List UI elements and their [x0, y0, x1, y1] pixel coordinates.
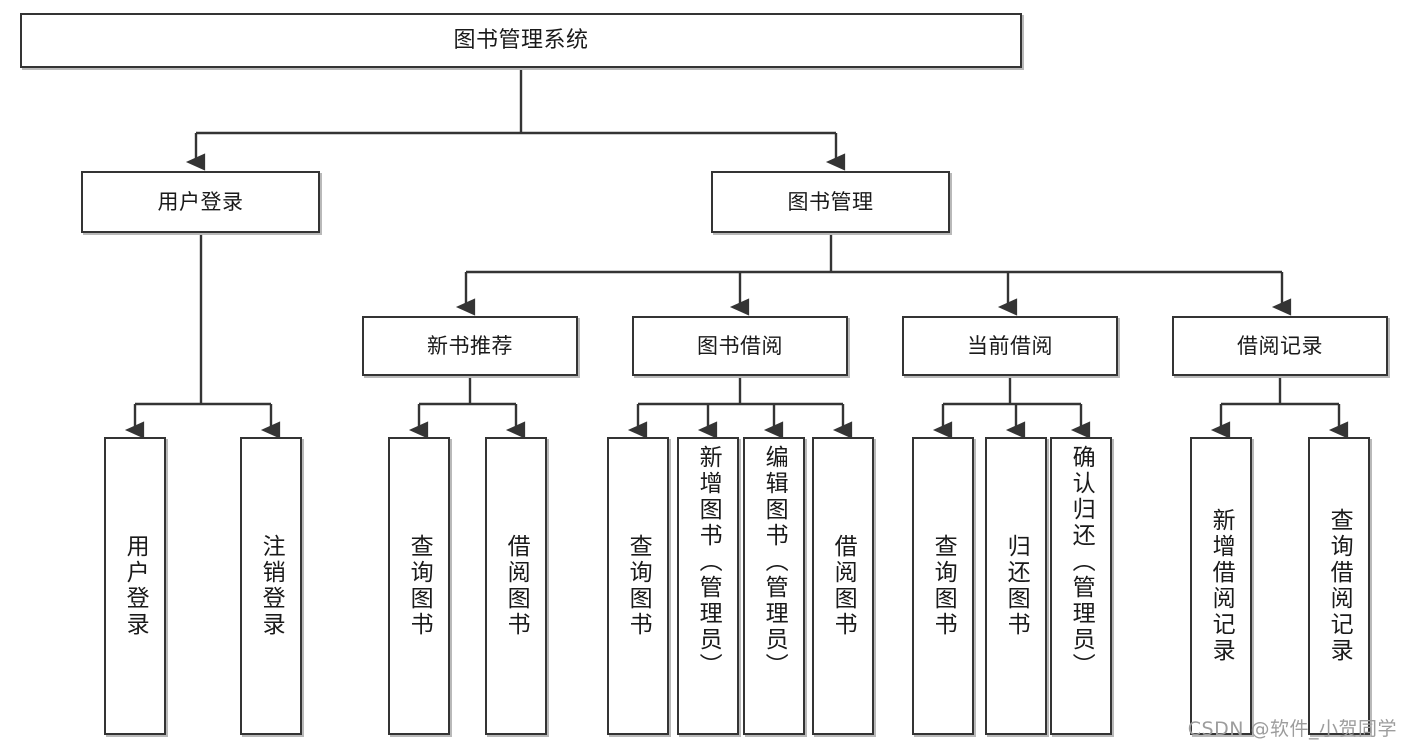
node-book-borrow-label: 图书借阅	[697, 333, 783, 358]
node-current-borrow-label: 当前借阅	[967, 333, 1053, 358]
node-leaf-query-book-1-label: 查询图书	[406, 534, 433, 638]
node-book-manage[interactable]: 图书管理	[711, 171, 950, 233]
node-leaf-borrow-book-2[interactable]: 借阅图书	[812, 437, 874, 735]
node-book-borrow[interactable]: 图书借阅	[632, 316, 848, 376]
node-leaf-borrow-book-1-label: 借阅图书	[503, 534, 530, 638]
node-leaf-query-book-1[interactable]: 查询图书	[388, 437, 450, 735]
node-new-book-rec-label: 新书推荐	[427, 333, 513, 358]
node-leaf-add-record[interactable]: 新增借阅记录	[1190, 437, 1252, 735]
node-new-book-rec[interactable]: 新书推荐	[362, 316, 578, 376]
node-leaf-query-record[interactable]: 查询借阅记录	[1308, 437, 1370, 735]
node-leaf-add-record-label: 新增借阅记录	[1208, 508, 1235, 664]
csdn-watermark: CSDN @软件_小贺同学	[1187, 718, 1397, 740]
node-root[interactable]: 图书管理系统	[20, 13, 1022, 68]
node-leaf-borrow-book-1[interactable]: 借阅图书	[485, 437, 547, 735]
node-leaf-query-book-2[interactable]: 查询图书	[607, 437, 669, 735]
node-leaf-return-book-label: 归还图书	[1003, 534, 1030, 638]
node-leaf-query-book-3-label: 查询图书	[930, 534, 957, 638]
node-leaf-confirm-return-label: 确认归还（管理员）	[1068, 445, 1095, 679]
node-leaf-return-book[interactable]: 归还图书	[985, 437, 1047, 735]
node-leaf-logout[interactable]: 注销登录	[240, 437, 302, 735]
node-user-login[interactable]: 用户登录	[81, 171, 320, 233]
node-current-borrow[interactable]: 当前借阅	[902, 316, 1118, 376]
node-user-login-label: 用户登录	[157, 189, 244, 214]
node-leaf-edit-book-label: 编辑图书（管理员）	[761, 445, 788, 679]
node-leaf-query-record-label: 查询借阅记录	[1326, 508, 1353, 664]
node-leaf-add-book[interactable]: 新增图书（管理员）	[677, 437, 739, 735]
node-leaf-confirm-return[interactable]: 确认归还（管理员）	[1050, 437, 1112, 735]
node-leaf-borrow-book-2-label: 借阅图书	[830, 534, 857, 638]
node-leaf-user-login-label: 用户登录	[122, 534, 149, 638]
node-leaf-logout-label: 注销登录	[258, 534, 285, 638]
node-leaf-edit-book[interactable]: 编辑图书（管理员）	[743, 437, 805, 735]
node-leaf-user-login[interactable]: 用户登录	[104, 437, 166, 735]
node-book-manage-label: 图书管理	[787, 189, 874, 214]
node-leaf-add-book-label: 新增图书（管理员）	[695, 445, 722, 679]
node-borrow-record[interactable]: 借阅记录	[1172, 316, 1388, 376]
node-leaf-query-book-2-label: 查询图书	[625, 534, 652, 638]
node-leaf-query-book-3[interactable]: 查询图书	[912, 437, 974, 735]
node-borrow-record-label: 借阅记录	[1237, 333, 1323, 358]
node-root-label: 图书管理系统	[453, 27, 589, 53]
